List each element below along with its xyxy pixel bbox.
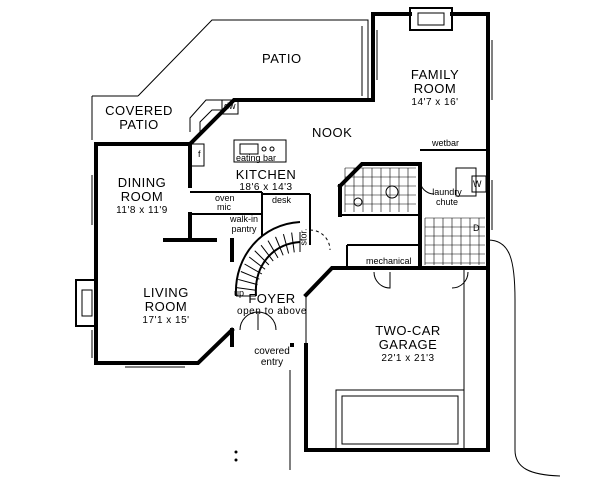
windows [91, 30, 493, 368]
stair-tread [236, 287, 257, 291]
laundry-chute-label: laundry chute [430, 187, 464, 208]
garage-dims: 22'1 x 21'3 [381, 352, 435, 364]
wetbar-label: wetbar [432, 138, 460, 148]
fridge-label: f [198, 149, 201, 159]
stair-tread [282, 234, 290, 254]
eating-bar-label: eating bar [236, 153, 277, 163]
garage-label: TWO-CAR GARAGE 22'1 x 21'3 [370, 323, 446, 364]
covered-entry-line-2: entry [260, 357, 284, 368]
oven-label: oven [215, 193, 235, 203]
dining-room-label: DINING ROOM 11'8 x 11'9 [112, 175, 172, 216]
laundry-chute-line-1: laundry [432, 187, 462, 197]
living-room-label: LIVING ROOM 17'1 x 15' [136, 285, 196, 326]
stair-tread [254, 250, 270, 266]
dishwasher-label: dw [224, 101, 236, 111]
walkway [289, 239, 561, 477]
family-room-name-2: ROOM [413, 81, 457, 97]
exterior-walls [94, 12, 490, 452]
nook-label: NOOK [312, 125, 353, 140]
walk-in-pantry-label: walk-in pantry [224, 214, 264, 235]
family-room-label: FAMILY ROOM 14'7 x 16' [400, 67, 470, 108]
interior-walls [163, 142, 488, 450]
walk-in-pantry-line-2: pantry [231, 223, 257, 234]
covered-entry-line-1: covered [254, 346, 290, 357]
covered-patio-line-1: COVERED [105, 103, 173, 118]
foyer-note: open to above [237, 306, 307, 318]
dining-room-name-1: DINING [117, 175, 167, 190]
stair-tread [267, 240, 279, 259]
stair-tread [238, 278, 258, 286]
family-room-name-1: FAMILY [410, 67, 460, 82]
desk-label: desk [272, 195, 292, 205]
doors [239, 179, 469, 331]
garage-name-2: GARAGE [378, 337, 438, 353]
stair-tread [248, 256, 266, 270]
washer-label: W [473, 179, 482, 189]
garage-name-1: TWO-CAR [375, 323, 441, 338]
kitchen-cabinets [189, 99, 287, 167]
family-room-dims: 14'7 x 16' [411, 96, 459, 108]
fireplace-living [75, 279, 97, 327]
covered-patio-line-2: PATIO [119, 117, 159, 133]
walk-in-pantry-line-1: walk-in [229, 214, 258, 224]
kitchen-label: KITCHEN 18'6 x 14'3 [230, 167, 302, 194]
kitchen-name: KITCHEN [235, 167, 297, 182]
patio-label: PATIO [262, 51, 302, 66]
foyer-name: FOYER [248, 291, 296, 306]
dining-room-dims: 11'8 x 11'9 [116, 204, 168, 216]
living-room-dims: 17'1 x 15' [142, 314, 190, 326]
living-room-name-1: LIVING [143, 285, 189, 300]
fireplace-family [409, 7, 453, 31]
storage-label: stor. [298, 228, 309, 246]
garage-door [335, 389, 465, 451]
covered-patio-label: COVERED PATIO [104, 103, 174, 133]
living-room-name-2: ROOM [144, 299, 188, 315]
stair-tread [240, 271, 260, 280]
mechanical-label: mechanical [366, 256, 412, 266]
tile-area [344, 167, 485, 265]
misc-marks [234, 167, 487, 462]
mic-label: mic [217, 202, 231, 212]
kitchen-dims: 18'6 x 14'3 [239, 182, 293, 194]
stair-tread [275, 236, 284, 256]
dryer-label: D [473, 223, 480, 233]
stair-up-label: up [234, 288, 245, 298]
dining-room-name-2: ROOM [120, 189, 164, 205]
stair-tread [291, 232, 295, 253]
covered-entry-label: covered entry [250, 346, 294, 368]
foyer-label: FOYER open to above [234, 291, 310, 318]
stair-tread [260, 244, 274, 262]
stair [234, 221, 301, 297]
stair-tread [244, 263, 263, 275]
laundry-chute-line-2: chute [435, 196, 459, 207]
